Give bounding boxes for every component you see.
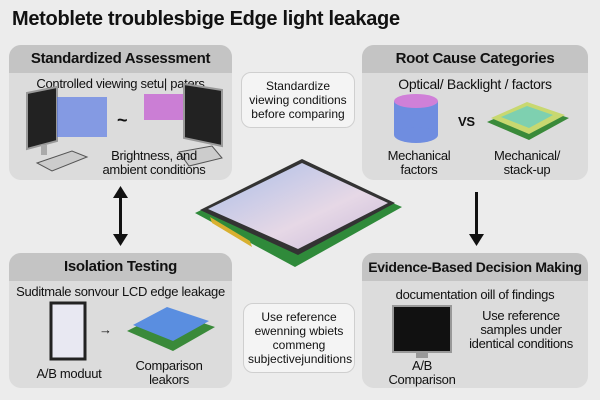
panel-title: Standardized Assessment [9, 45, 232, 73]
monitor-icon [392, 305, 452, 358]
evidence-note: Use reference samples under identical co… [469, 308, 573, 351]
arrow-glyph: ~ [117, 110, 128, 130]
right-label: Mechanical/ stack-up [493, 148, 561, 177]
panel-subtitle: Controlled viewing setu| paters [36, 76, 205, 91]
ab-comparison-label: A/B Comparison [388, 358, 456, 387]
panel-subtitle: documentation oill of findings [395, 287, 555, 302]
right-label: Comparison leakors [135, 358, 203, 387]
vs-label: VS [458, 114, 475, 129]
monitor-icon [26, 85, 107, 172]
panel-caption: Brightness, and ambient conditions [102, 148, 206, 177]
panel-subtitle: Optical/ Backlight / factors [398, 76, 552, 92]
circuit-board-icon [127, 307, 215, 351]
monitor-icon [144, 82, 223, 167]
arrow-down-icon [469, 234, 484, 246]
panel-title: Root Cause Categories [362, 45, 588, 73]
panel-title: Evidence-Based Decision Making [362, 253, 588, 281]
panel-title: Isolation Testing [9, 253, 232, 281]
arrow-glyph: → [99, 322, 112, 337]
panel-root-cause-categories: Root Cause Categories Optical/ Backlight… [362, 45, 588, 180]
panel-isolation-testing: Isolation Testing Suditmale sonvour LCD … [9, 253, 232, 388]
arrow-down-icon [113, 234, 128, 246]
circuit-board-icon [487, 102, 569, 140]
tip-bubble-bottom: Use reference ewenning wbiets commeng su… [243, 303, 355, 373]
panel-subtitle: Suditmale sonvour LCD edge leakage [16, 284, 225, 299]
arrow-up-icon [113, 186, 128, 198]
panel-evidence-based-decision: Evidence-Based Decision Making documenta… [362, 253, 588, 388]
down-arrow [475, 192, 478, 236]
lcd-module-icon [49, 301, 87, 361]
left-label: A/B moduut [36, 366, 102, 381]
cylinder-icon [394, 94, 438, 143]
lcd-panel-illustration [195, 159, 402, 267]
left-label: Mechanical factors [387, 148, 451, 177]
tip-bubble-top: Standardize viewing conditions before co… [241, 72, 355, 128]
panel-standardized-assessment: Standardized Assessment Controlled viewi… [9, 45, 232, 180]
page-title: Metoblete troublesbige Edge light leakag… [12, 8, 400, 30]
double-arrow [119, 196, 122, 238]
